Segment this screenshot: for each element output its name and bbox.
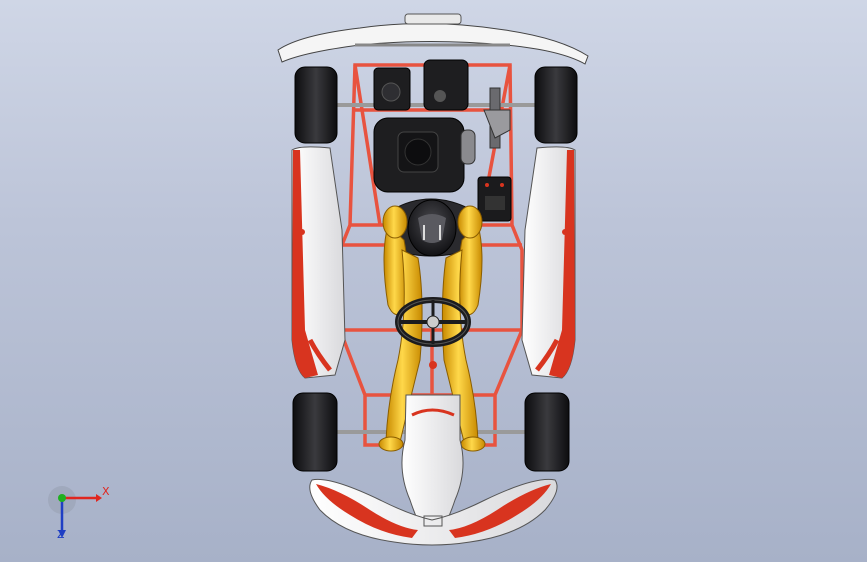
front-right-tire[interactable] xyxy=(534,66,578,144)
right-sidepod[interactable] xyxy=(521,146,576,379)
y-axis-dot xyxy=(58,494,66,502)
left-sidepod[interactable] xyxy=(291,146,346,379)
steering-wheel[interactable] xyxy=(395,297,471,369)
rear-right-tire[interactable] xyxy=(524,392,570,472)
front-left-tire[interactable] xyxy=(294,66,338,144)
rear-left-tire[interactable] xyxy=(292,392,338,472)
z-axis-label: Z xyxy=(57,528,65,541)
front-bumper[interactable] xyxy=(277,13,589,65)
x-axis-label: X xyxy=(102,485,110,498)
orientation-triad xyxy=(48,486,102,538)
battery-box[interactable] xyxy=(477,176,512,222)
engine[interactable] xyxy=(373,59,511,193)
rear-bumper[interactable] xyxy=(309,478,558,546)
driver-figure[interactable] xyxy=(378,198,486,452)
